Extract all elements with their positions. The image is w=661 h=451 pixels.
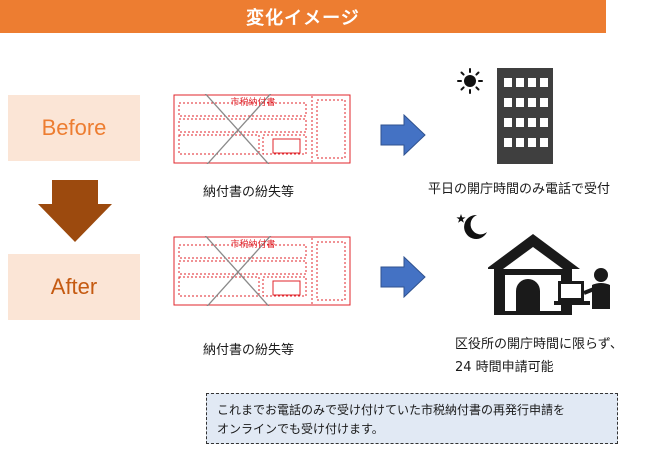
tax-slip-before: 市税納付書: [173, 79, 351, 181]
before-label-box: Before: [8, 95, 140, 161]
slip-title: 市税納付書: [230, 98, 276, 108]
slip-title: 市税納付書: [230, 240, 276, 250]
after-result-line-2: 24 時間申請可能: [455, 360, 554, 375]
after-label: After: [50, 274, 98, 299]
sun-icon: [457, 68, 483, 94]
right-arrow-icon: [380, 114, 426, 156]
down-arrow-icon: [38, 180, 112, 242]
right-arrow-icon: [380, 256, 426, 298]
slip-caption-before: 納付書の紛失等: [203, 185, 295, 200]
after-label-box: After: [8, 254, 140, 320]
before-label: Before: [41, 115, 107, 140]
before-result-text: 平日の開庁時間のみ電話で受付: [428, 182, 611, 197]
tax-slip-image: [173, 79, 351, 181]
banner-title: 変化イメージ: [246, 7, 360, 29]
slip-caption-after: 納付書の紛失等: [203, 343, 295, 358]
after-result-line-1: 区役所の開庁時間に限らず、: [455, 337, 623, 352]
note-box: これまでお電話のみで受け付けていた市税納付書の再発行申請を オンラインでも受け付…: [206, 393, 618, 444]
note-line-1: これまでお電話のみで受け付けていた市税納付書の再発行申請を: [217, 403, 566, 417]
moon-stars-icon: [456, 214, 487, 239]
tax-slip-after: 市税納付書: [173, 221, 351, 323]
home-computer-user-icon: [488, 234, 610, 315]
tax-slip-image: [173, 221, 351, 323]
after-result-text: 区役所の開庁時間に限らず、 24 時間申請可能: [455, 333, 623, 379]
header-banner: 変化イメージ: [0, 0, 606, 33]
office-building-icon: [497, 68, 553, 164]
note-line-2: オンラインでも受け付けます。: [217, 422, 384, 436]
